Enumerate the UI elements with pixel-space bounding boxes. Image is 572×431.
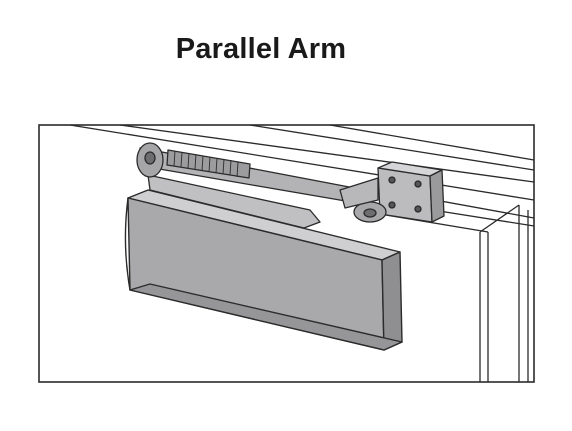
illustration-frame <box>38 124 535 383</box>
closer-end-face <box>381 251 403 351</box>
door-jamb <box>379 204 529 382</box>
forearm <box>147 174 321 229</box>
parallel-arm <box>136 142 445 229</box>
closer-body <box>124 189 403 351</box>
diagram-title: Parallel Arm <box>175 33 347 65</box>
spring-rod <box>166 149 251 179</box>
